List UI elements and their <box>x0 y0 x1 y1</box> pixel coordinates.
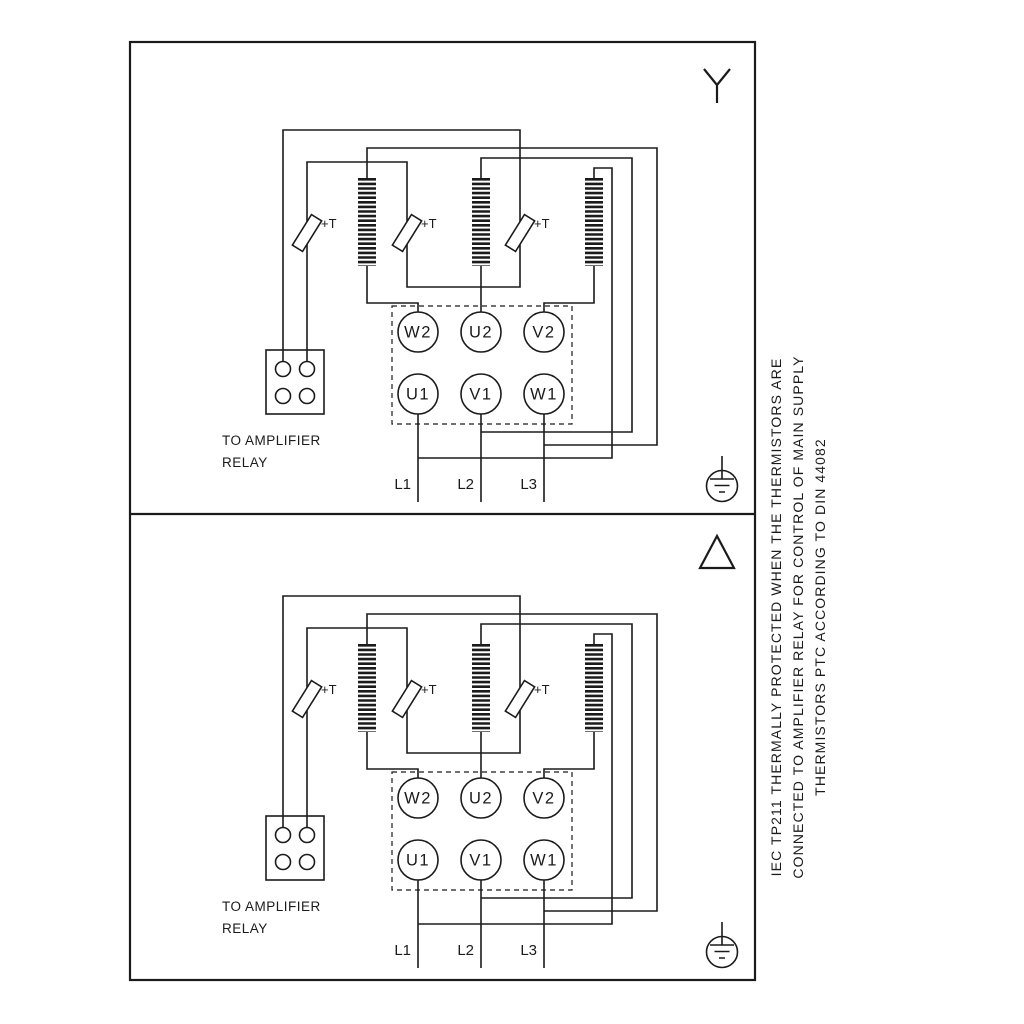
phase-label: L1 <box>394 942 411 959</box>
terminal-label: W2 <box>404 790 432 808</box>
thermistor-icon <box>391 679 423 719</box>
ground-circle <box>705 935 739 969</box>
amplifier-relay-connector <box>265 349 325 415</box>
connector-terminal <box>298 387 316 405</box>
terminal-label: U2 <box>469 324 493 342</box>
thermistor: +T <box>291 213 337 253</box>
coil-top-wire <box>480 623 633 899</box>
connector-terminal <box>298 360 316 378</box>
thermistor: +T <box>291 679 337 719</box>
connector-terminal <box>298 826 316 844</box>
coil-top-wire <box>418 167 613 459</box>
relay-caption-line1: TO AMPLIFIER <box>222 899 321 914</box>
wiring <box>282 595 658 968</box>
side-note-line: CONNECTED TO AMPLIFIER RELAY FOR CONTROL… <box>790 355 806 878</box>
delta-connection-icon <box>698 533 736 570</box>
phase-label: L2 <box>457 942 474 959</box>
thermistor: +T <box>391 213 437 253</box>
coil-bottom-wire <box>366 732 419 778</box>
relay-caption-line1: TO AMPLIFIER <box>222 433 321 448</box>
panel-star: +T +T +T W2 U2 V2 U1 V1 W1 TO <box>222 68 739 503</box>
thermistor-label: +T <box>534 682 550 697</box>
terminal-circle <box>397 839 439 881</box>
phase-wires <box>417 880 545 968</box>
ground-bars <box>710 456 734 493</box>
terminal-label: W2 <box>404 324 432 342</box>
thermistor-chain-wire <box>282 595 521 828</box>
relay-caption-line2: RELAY <box>222 455 268 470</box>
ground-bars <box>710 922 734 959</box>
star-connection-icon <box>703 68 731 103</box>
side-note-line: IEC TP211 THERMALLY PROTECTED WHEN THE T… <box>768 358 784 877</box>
terminal-circle <box>460 311 502 353</box>
terminal-label: V1 <box>469 852 492 870</box>
coil-top-wire <box>366 613 658 912</box>
thermistor-label: +T <box>321 216 337 231</box>
terminal-label: U1 <box>406 852 430 870</box>
connector-terminal <box>274 387 292 405</box>
terminal-circle <box>523 777 565 819</box>
terminal-label: W1 <box>530 386 558 404</box>
terminal-label: V1 <box>469 386 492 404</box>
terminal-label: U2 <box>469 790 493 808</box>
connector-terminal <box>274 826 292 844</box>
thermistor-chain-wire <box>282 129 521 362</box>
terminal-circle <box>397 373 439 415</box>
phase-label: L3 <box>520 942 537 959</box>
thermistor-icon <box>504 213 536 253</box>
coil-bottom-wire <box>543 266 595 312</box>
ground-icon <box>705 922 739 969</box>
terminal-circle <box>460 839 502 881</box>
terminal-board-outline <box>391 305 573 425</box>
phase-label: L2 <box>457 476 474 493</box>
side-note: IEC TP211 THERMALLY PROTECTED WHEN THE T… <box>768 355 828 878</box>
coil-bottom-wire <box>366 266 419 312</box>
terminal-label: V2 <box>532 790 555 808</box>
terminal-label: U1 <box>406 386 430 404</box>
relay-caption-line2: RELAY <box>222 921 268 936</box>
thermistor-icon <box>504 679 536 719</box>
terminal-circle <box>397 777 439 819</box>
connector-terminal <box>274 853 292 871</box>
thermistor-icon <box>291 213 323 253</box>
terminal-label: W1 <box>530 852 558 870</box>
terminal-circle <box>523 373 565 415</box>
frame-border <box>128 40 757 982</box>
phase-label: L1 <box>394 476 411 493</box>
terminal-circle <box>397 311 439 353</box>
phase-wires <box>417 414 545 502</box>
ground-circle <box>705 469 739 503</box>
thermistor-label: +T <box>534 216 550 231</box>
thermistor: +T <box>504 213 550 253</box>
coil-top-wire <box>480 157 633 433</box>
terminal-circle <box>523 839 565 881</box>
connector-body <box>265 815 325 881</box>
coil-bottom-wire <box>543 732 595 778</box>
connector-terminal <box>274 360 292 378</box>
coil-top-wire <box>418 633 613 925</box>
thermistor-icon <box>291 679 323 719</box>
terminal-circle <box>460 373 502 415</box>
wiring <box>282 129 658 502</box>
terminal-circle <box>460 777 502 819</box>
thermistor-label: +T <box>321 682 337 697</box>
thermistor: +T <box>504 679 550 719</box>
amplifier-relay-connector <box>265 815 325 881</box>
thermistor-icon <box>391 213 423 253</box>
side-note-line: THERMISTORS PTC ACCORDING TO DIN 44082 <box>812 438 828 796</box>
panel-delta: +T +T +T W2 U2 V2 U1 V1 W1 TO AMPLIFIER <box>222 533 739 969</box>
thermistor: +T <box>391 679 437 719</box>
connector-terminal <box>298 853 316 871</box>
ground-icon <box>705 456 739 503</box>
terminal-circle <box>523 311 565 353</box>
thermistor-label: +T <box>421 216 437 231</box>
terminal-label: V2 <box>532 324 555 342</box>
coil-top-wire <box>366 147 658 446</box>
phase-label: L3 <box>520 476 537 493</box>
terminal-board-outline <box>391 771 573 891</box>
thermistor-label: +T <box>421 682 437 697</box>
diagram-frame <box>128 40 757 982</box>
connector-body <box>265 349 325 415</box>
